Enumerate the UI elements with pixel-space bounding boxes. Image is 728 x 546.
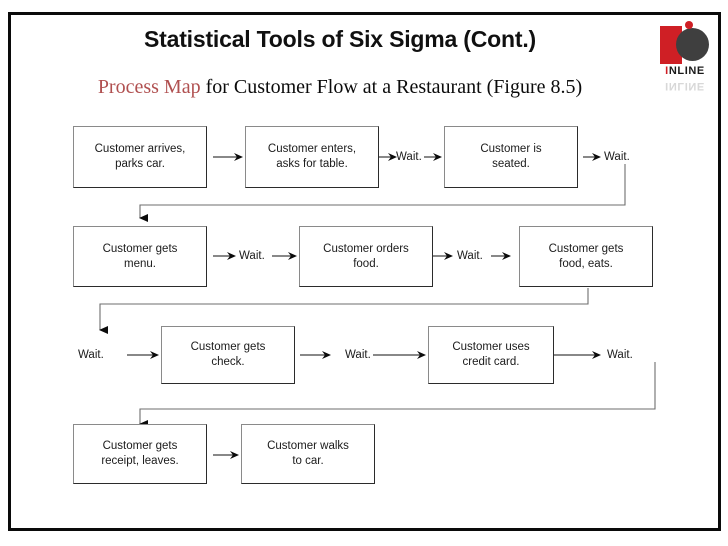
inline-logo: INLINE INLINE: [654, 20, 716, 106]
logo-wordmark: INLINE: [657, 65, 713, 77]
flow-wait-label-2: Wait.: [604, 151, 630, 163]
logo-mark: [654, 20, 716, 78]
page-title: Statistical Tools of Six Sigma (Cont.): [144, 26, 536, 52]
page-subtitle: Process Map for Customer Flow at a Resta…: [30, 76, 650, 99]
flow-node-customer-enters[interactable]: Customer enters,asks for table.: [245, 126, 379, 188]
logo-wordmark-cap: I: [665, 65, 669, 77]
flow-node-customer-arrives[interactable]: Customer arrives,parks car.: [73, 126, 207, 188]
flow-wait-label-4: Wait.: [457, 250, 483, 262]
logo-wordmark-rest: NLINE: [668, 65, 705, 77]
subtitle-accent-text: Process Map: [97, 76, 201, 98]
flow-wait-label-6: Wait.: [345, 349, 371, 361]
subtitle-rest-text: for Customer Flow at a Restaurant (Figur…: [200, 76, 583, 98]
flow-wait-label-1: Wait.: [396, 151, 422, 163]
logo-circle-icon: [676, 28, 709, 61]
logo-dot-icon: [685, 21, 693, 29]
logo-red-block-icon: [660, 26, 682, 64]
flow-wait-label-5: Wait.: [78, 349, 104, 361]
flow-wait-label-7: Wait.: [607, 349, 633, 361]
flow-node-label: Customer arrives,parks car.: [94, 143, 186, 170]
flow-node-label: Customer enters,asks for table.: [267, 143, 357, 170]
flow-wait-label-3: Wait.: [239, 250, 265, 262]
